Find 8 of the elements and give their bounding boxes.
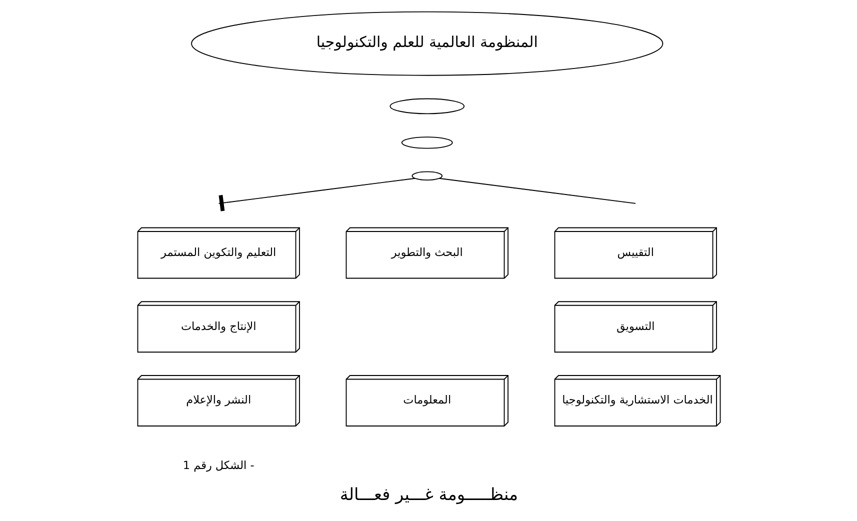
caption: منظـــــومة غـــير فعـــالة — [339, 484, 518, 504]
label: الشكل رقم 1 - — [182, 459, 254, 472]
node-ellipse: المنظومة العالمية للعلم والتكنولوجيا — [190, 11, 663, 76]
node-ellipse — [400, 136, 452, 149]
connector — [218, 178, 415, 212]
node-ellipse — [411, 171, 442, 181]
node-ellipse — [389, 98, 464, 114]
connector — [438, 178, 636, 204]
